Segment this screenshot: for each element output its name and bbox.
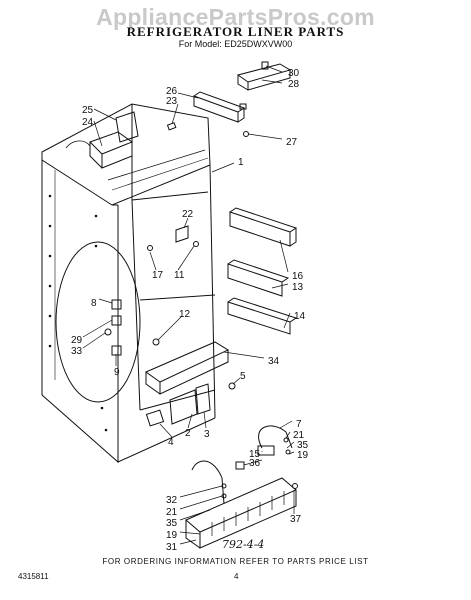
callout-1: 1 — [238, 157, 244, 168]
callout-30: 30 — [288, 68, 300, 79]
callout-31: 31 — [166, 542, 178, 553]
heater-wire-assembly — [235, 425, 293, 470]
lower-wire-assembly — [191, 460, 227, 505]
callout-37: 37 — [290, 514, 302, 525]
callout-8: 8 — [91, 298, 97, 309]
top-rail-28 — [236, 61, 292, 91]
callout-13: 13 — [292, 282, 304, 293]
callout-22: 22 — [182, 209, 194, 220]
callout-2: 2 — [185, 428, 191, 439]
diagram-title: REFRIGERATOR LINER PARTS — [126, 24, 345, 39]
callout-32: 32 — [166, 495, 178, 506]
callout-26: 26 — [166, 86, 178, 97]
callout-34: 34 — [268, 356, 280, 367]
callout-7: 7 — [296, 419, 302, 430]
callout-14: 14 — [294, 311, 306, 322]
callout-11: 11 — [174, 270, 185, 281]
callout-21: 21 — [293, 430, 305, 441]
handwritten-mark: 792-4-4 — [222, 538, 265, 551]
page-number: 4 — [234, 572, 239, 581]
damper-parts-left — [104, 299, 122, 356]
callout-23: 23 — [166, 96, 178, 107]
drain-tray-31 — [185, 477, 298, 549]
callout-12: 12 — [179, 309, 191, 320]
model-subtitle: For Model: ED25DWXVW00 — [178, 39, 293, 49]
ordering-note: FOR ORDERING INFORMATION REFER TO PARTS … — [102, 557, 369, 566]
callout-27: 27 — [286, 137, 298, 148]
callout-35: 35 — [297, 440, 309, 451]
callout-33: 33 — [71, 346, 83, 357]
callout-19: 19 — [297, 450, 309, 461]
watermark-text: AppliancePartsPros.com — [96, 4, 375, 30]
control-housing-24 — [65, 111, 139, 169]
shelf-rail-14 — [227, 297, 298, 335]
document-number: 4315811 — [18, 572, 49, 581]
shelf-rail-13 — [227, 259, 290, 297]
leader-lines — [82, 65, 295, 545]
callout-17: 17 — [152, 270, 164, 281]
callout-24: 24 — [82, 117, 94, 128]
top-bar-26 — [166, 91, 247, 131]
callout-15: 15 — [249, 449, 261, 460]
lower-crisper-parts — [145, 383, 211, 427]
callout-29: 29 — [71, 335, 83, 346]
refrigerator-liner — [41, 103, 216, 464]
callout-19: 19 — [166, 530, 178, 541]
screws — [228, 131, 249, 390]
callout-16: 16 — [292, 271, 304, 282]
shelf-rail-16 — [229, 207, 298, 247]
callout-36: 36 — [249, 458, 261, 469]
callout-9: 9 — [114, 367, 120, 378]
callout-25: 25 — [82, 105, 94, 116]
callout-4: 4 — [168, 437, 174, 448]
callout-28: 28 — [288, 79, 300, 90]
callout-35: 35 — [166, 518, 178, 529]
callout-21: 21 — [166, 507, 178, 518]
callout-5: 5 — [240, 371, 246, 382]
callout-3: 3 — [204, 429, 210, 440]
cross-bar-34 — [144, 341, 230, 395]
bracket-22 — [147, 225, 199, 346]
